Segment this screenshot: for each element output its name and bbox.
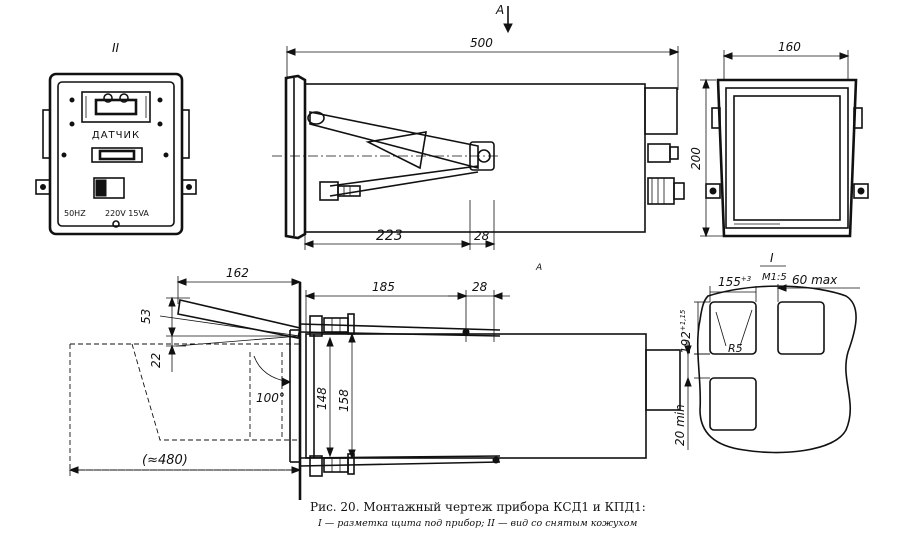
- dim-cut-192-tolerance: +1,15: [679, 309, 687, 331]
- dim-158: 158: [337, 389, 351, 412]
- dim-overall-length: 500: [470, 36, 493, 50]
- plan-view: A: [68, 263, 681, 500]
- sensor-title: ДАТЧИК: [92, 130, 140, 141]
- front-view: 160 200: [689, 40, 869, 238]
- view-ii-sensor-box: II ДАТЧИК 50HZ 220V 15VA: [35, 41, 197, 236]
- side-view: A 500: [272, 3, 685, 250]
- sensor-frequency: 50HZ: [64, 209, 86, 218]
- dim-185: 185: [372, 280, 395, 294]
- dim-cut-60max: 60 max: [792, 273, 838, 287]
- dim-162: 162: [226, 266, 249, 280]
- view-a-title: A: [535, 263, 542, 273]
- sensor-voltage: 220V 15VA: [105, 209, 149, 218]
- dim-223: 223: [376, 228, 403, 244]
- dim-480: (≈480): [142, 453, 188, 468]
- dim-height: 200: [689, 147, 703, 170]
- view-a-arrow-label: A: [495, 3, 504, 17]
- dim-22: 22: [149, 353, 163, 368]
- detail-i-cutout: I M1:5 155+3 60 max 192+1,15 R5 20 m: [673, 251, 860, 454]
- dim-cut-155-tolerance: +3: [741, 275, 751, 283]
- dim-radius: R5: [728, 342, 743, 355]
- dim-28-bottom: 28: [472, 280, 488, 294]
- caption-subtitle: I — разметка щита под прибор; II — вид с…: [317, 518, 638, 529]
- dim-cut-155: 155+3: [718, 275, 751, 289]
- dim-angle: 100°: [256, 391, 285, 405]
- dim-53: 53: [139, 309, 153, 324]
- dim-28-top: 28: [474, 229, 490, 243]
- view-ii-label: II: [112, 41, 120, 55]
- dim-148: 148: [315, 387, 329, 410]
- caption-title: Рис. 20. Монтажный чертеж прибора КСД1 и…: [310, 500, 646, 514]
- dim-20-min: 20 min: [673, 404, 687, 446]
- dim-width: 160: [778, 40, 801, 54]
- detail-scale: M1:5: [762, 272, 787, 283]
- detail-i-label: I: [770, 251, 774, 265]
